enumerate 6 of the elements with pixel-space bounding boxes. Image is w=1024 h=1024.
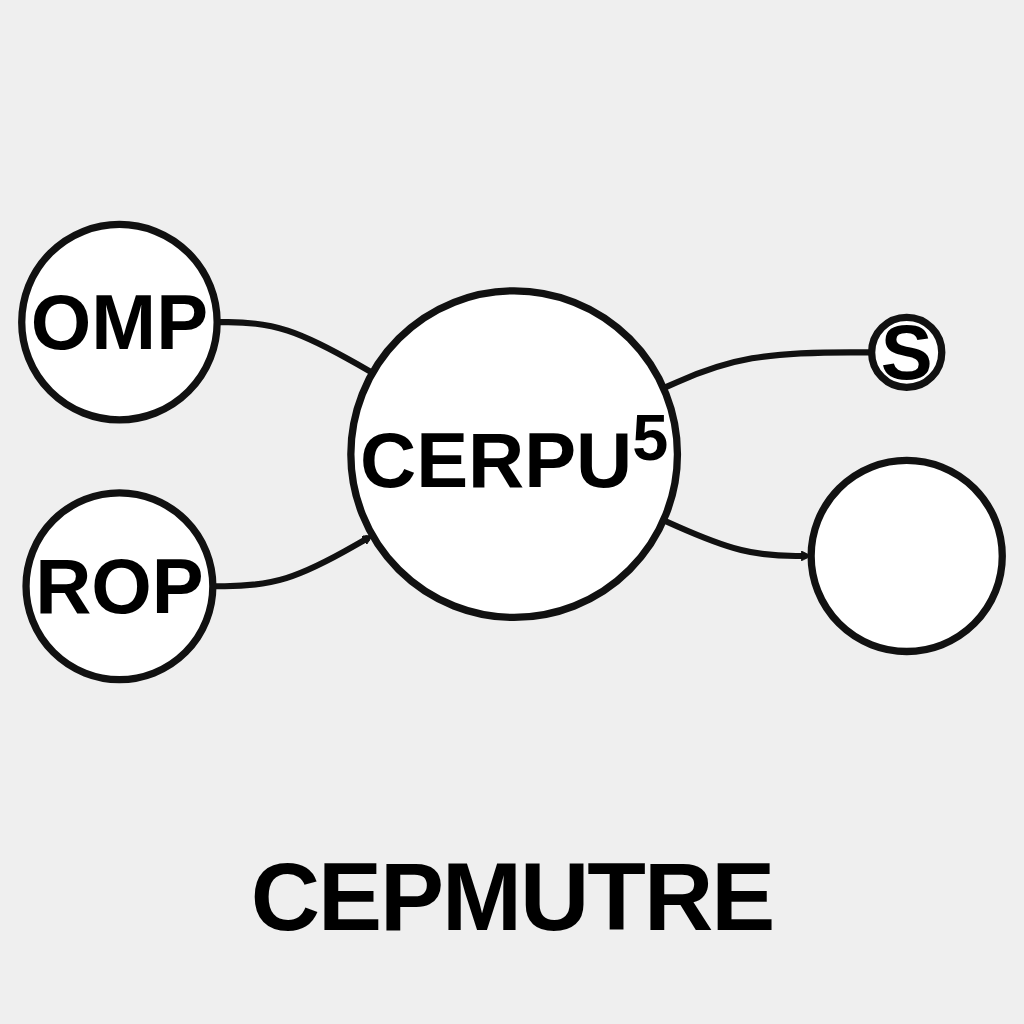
free-text-label: CEPMUTRE: [250, 842, 774, 952]
node-circle: [807, 456, 1006, 656]
node-circle: OMP: [18, 220, 221, 424]
node-circle: CERPU$^{5}$: [347, 287, 682, 622]
node-circle: ROP: [22, 489, 217, 684]
node-circle: S: [868, 313, 946, 392]
